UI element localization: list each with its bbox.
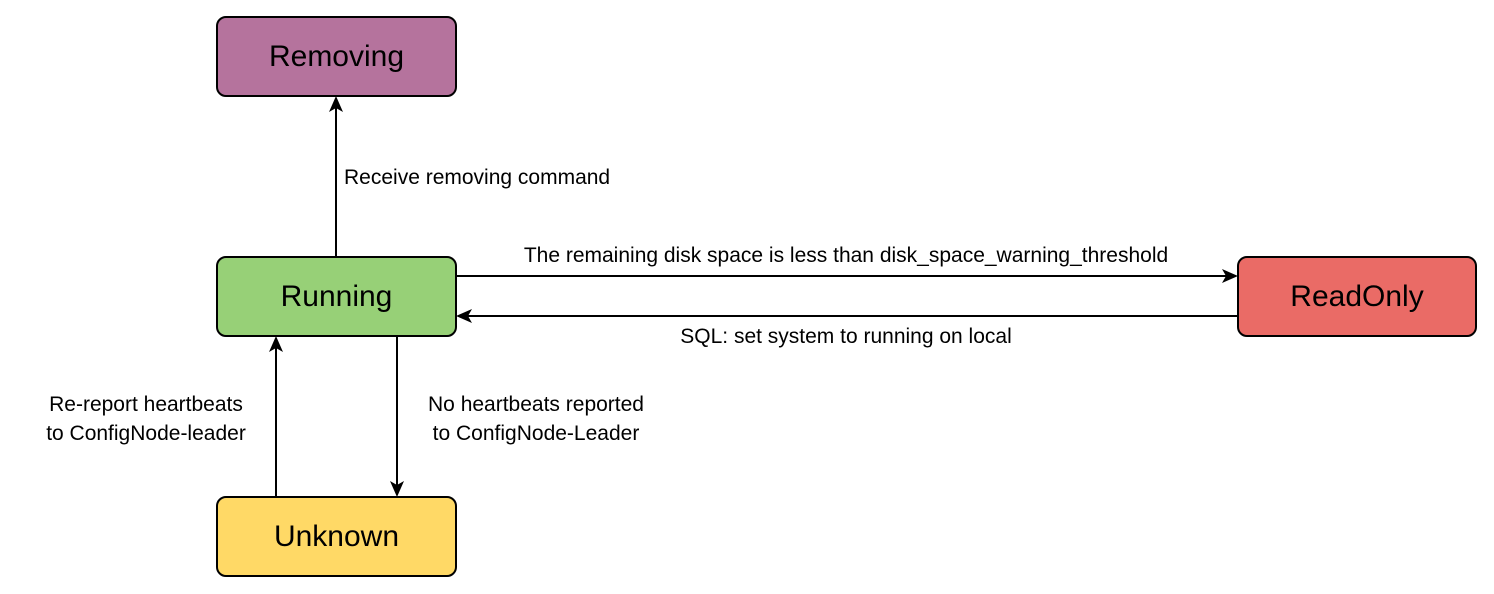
state-removing: Removing xyxy=(216,16,457,97)
edge-readonly-to-running xyxy=(456,309,1238,323)
state-label: Unknown xyxy=(274,520,399,553)
arrowhead xyxy=(1222,269,1238,283)
state-unknown: Unknown xyxy=(216,496,457,577)
transition-label-sql-set-running: SQL: set system to running on local xyxy=(680,325,1012,348)
state-running: Running xyxy=(216,256,457,337)
edge-unknown-to-running xyxy=(269,336,283,497)
arrowhead xyxy=(456,309,472,323)
state-box xyxy=(1237,256,1477,337)
state-box xyxy=(216,256,457,337)
edge-running-to-readonly xyxy=(456,269,1238,283)
state-label: Running xyxy=(281,280,393,313)
edge-running-to-unknown xyxy=(390,337,404,497)
transition-label-re-report-line-2: to ConfigNode-leader xyxy=(46,422,246,445)
transition-label-no-heartbeats-line-1: No heartbeats reported xyxy=(428,393,644,416)
transition-label-re-report-line-1: Re-report heartbeats xyxy=(49,393,243,416)
edge-running-to-removing xyxy=(329,96,343,257)
transition-label-receive-removing: Receive removing command xyxy=(344,166,610,189)
state-label: ReadOnly xyxy=(1290,280,1423,313)
arrowhead xyxy=(329,96,343,112)
state-label: Removing xyxy=(269,40,404,73)
state-box xyxy=(216,16,457,97)
transition-label-disk-space: The remaining disk space is less than di… xyxy=(524,244,1168,267)
arrowhead xyxy=(390,481,404,497)
state-box xyxy=(216,496,457,577)
state-readonly: ReadOnly xyxy=(1237,256,1477,337)
arrowhead xyxy=(269,336,283,352)
transition-label-no-heartbeats-line-2: to ConfigNode-Leader xyxy=(433,422,640,445)
